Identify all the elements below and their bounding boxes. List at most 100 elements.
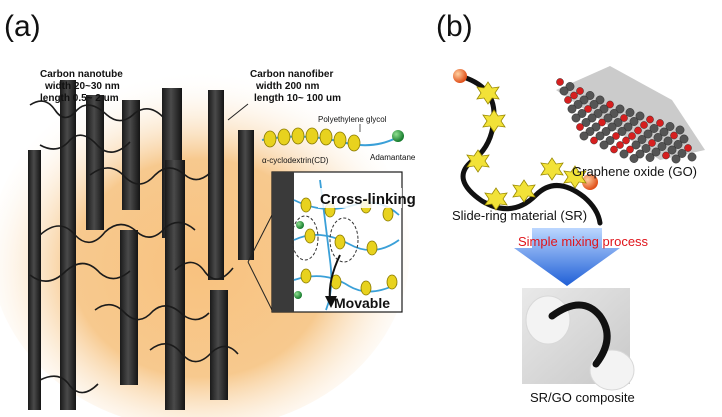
cd-ring — [347, 134, 361, 152]
oxygen-atom — [612, 132, 620, 140]
oxygen-atom — [556, 78, 564, 86]
carbon-atom — [679, 134, 689, 144]
panel-a-label: (a) — [4, 10, 41, 43]
carbon-atom — [651, 147, 661, 157]
go-label: Graphene oxide (GO) — [572, 164, 697, 179]
carbon-atom — [593, 109, 603, 118]
carbon-atom — [579, 95, 589, 105]
oxygen-atom — [634, 126, 642, 135]
zoom-line-bottom — [247, 261, 273, 311]
carbon-atom — [617, 127, 627, 136]
oxygen-atom — [576, 87, 584, 95]
cnf-label-line-1: Carbon nanofiber — [250, 69, 333, 80]
carbon-atom — [607, 122, 617, 132]
oxygen-atom — [622, 136, 630, 145]
carbon-atom — [665, 122, 675, 131]
carbon-atom — [571, 113, 581, 123]
carbon-atom — [629, 154, 639, 163]
sr-end-cap — [453, 69, 467, 83]
cd-ring — [277, 128, 291, 146]
inset-fiber-wall — [272, 172, 294, 312]
panel-a: (a) Car — [0, 10, 416, 417]
go-atoms — [556, 78, 697, 164]
oxygen-atom — [564, 96, 572, 104]
carbon-atom — [673, 140, 683, 149]
carbon-atom — [565, 82, 575, 91]
carbon-atom — [635, 149, 645, 159]
cnf-label: Carbon nanofiber width 200 nm length 10~… — [250, 69, 341, 104]
sr-rings — [466, 81, 587, 211]
adamantane-ball — [392, 130, 404, 142]
crosslink-circle — [329, 217, 359, 263]
nanofiber-tube — [210, 290, 228, 400]
nanofiber-tube — [86, 95, 104, 230]
glove-hand-left — [525, 295, 571, 345]
sr-label: Slide-ring material (SR) — [452, 208, 587, 223]
carbon-atom — [577, 109, 587, 118]
carbon-atom — [653, 133, 663, 142]
slide-ring-polymer — [453, 69, 603, 226]
oxygen-atom — [640, 121, 648, 129]
cd-ring — [319, 128, 333, 146]
carbon-atom — [657, 142, 667, 151]
cd-ring — [291, 127, 305, 145]
carbon-atom — [663, 136, 673, 146]
oxygen-atom — [598, 118, 606, 127]
cd-ring — [333, 131, 347, 149]
carbon-atom — [581, 118, 591, 127]
carbon-atom — [623, 122, 633, 132]
carbon-atom — [587, 113, 597, 123]
carbon-atom — [559, 86, 569, 96]
oxygen-atom — [590, 136, 598, 145]
oxygen-atom — [576, 123, 584, 131]
carbon-atom — [649, 124, 659, 133]
nanofiber-tube — [120, 230, 138, 385]
cd-ring — [563, 165, 587, 189]
nanofiber-tube — [60, 80, 76, 410]
movable-label: Movable — [334, 295, 390, 311]
cd-ring — [305, 127, 319, 145]
carbon-atom — [567, 104, 577, 114]
carbon-atom — [687, 152, 697, 162]
slide-ring-schematic: Polyethylene glycol α-cyclodextrin(CD) A… — [261, 115, 416, 165]
cd-ring — [540, 157, 564, 181]
carbon-atom — [643, 129, 653, 139]
oxygen-atom — [584, 105, 592, 113]
carbon-atom — [675, 125, 685, 135]
cnf-label-line-2: width 200 nm — [255, 81, 319, 92]
cnf-label-line-3: length 10~ 100 um — [254, 93, 341, 104]
cd-ring — [512, 179, 536, 203]
carbon-atom — [601, 127, 611, 136]
carbon-atom — [635, 111, 645, 121]
carbon-atom — [637, 135, 647, 144]
oxygen-atom — [648, 139, 656, 147]
carbon-atom — [599, 104, 609, 114]
cnt-label-line-1: Carbon nanotube — [40, 69, 123, 80]
panel-b: (b) Graphene oxide (GO) Slide-ring mater… — [436, 10, 705, 405]
oxygen-atom — [570, 91, 578, 100]
nanofiber-tube — [238, 130, 254, 260]
cd-ring — [476, 81, 500, 105]
crosslink-label-bg — [318, 188, 402, 208]
peg-label: Polyethylene glycol — [318, 115, 387, 124]
carbon-atom — [609, 109, 619, 118]
carbon-nanotubes — [29, 100, 239, 394]
crosslink-label: Cross-linking — [320, 191, 416, 208]
cnf-pointer — [227, 103, 249, 121]
oxygen-atom — [628, 132, 636, 140]
carbon-atom — [605, 136, 615, 145]
cd-label: α-cyclodextrin(CD) — [262, 156, 329, 165]
cnt-label-line-3: length 0.5~ 2 um — [40, 93, 119, 104]
graphene-oxide-sheet — [556, 66, 705, 164]
crosslink-circle — [291, 215, 319, 261]
movable-arrowhead — [325, 296, 337, 308]
oxygen-atom — [620, 114, 628, 122]
cnt-label-line-2: width 20~30 nm — [44, 81, 120, 92]
oxygen-atom — [610, 145, 618, 154]
carbon-atom — [659, 127, 669, 137]
carbon-atom — [599, 140, 609, 150]
composite-photo — [522, 288, 635, 391]
adamantane-ball — [294, 291, 302, 299]
oxygen-atom — [646, 115, 654, 124]
glove-hand-right — [589, 349, 635, 391]
